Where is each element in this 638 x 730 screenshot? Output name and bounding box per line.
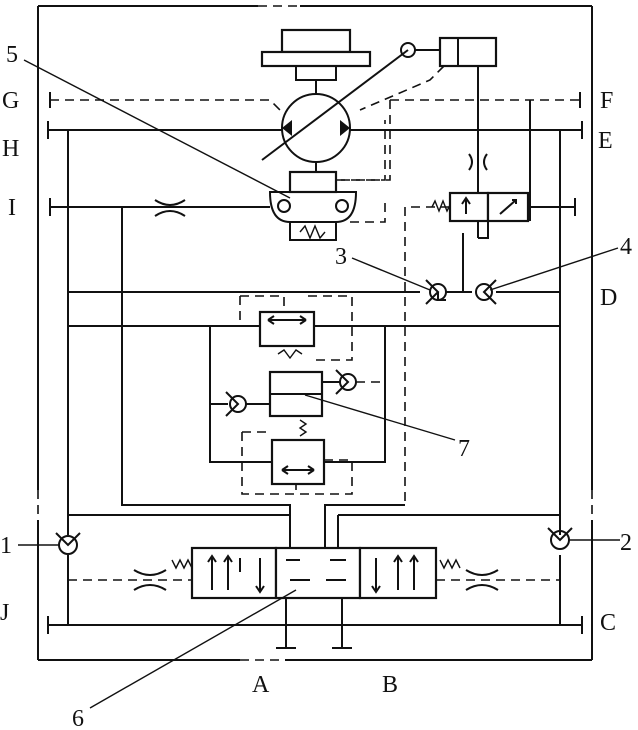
callout-7: 7	[458, 436, 470, 462]
label-i: I	[8, 195, 16, 221]
callout-leaders	[18, 59, 620, 709]
callout-3: 3	[335, 244, 347, 270]
callout-1: 1	[0, 533, 12, 559]
label-g: G	[2, 88, 19, 114]
callout-2: 2	[620, 530, 632, 556]
callout-numbers: 1 2 3 4 5 6 7	[0, 42, 632, 730]
label-j: J	[0, 600, 9, 626]
label-e: E	[598, 128, 613, 154]
directional-valve-6	[68, 546, 560, 649]
label-f: F	[600, 88, 613, 114]
variable-pump	[260, 28, 416, 172]
label-a: A	[252, 672, 270, 698]
directional-valve-right	[404, 100, 576, 505]
check-valve-3	[425, 233, 464, 305]
orifice-throttle-i	[154, 199, 186, 217]
valve-stack-7	[68, 295, 560, 495]
callout-4: 4	[620, 234, 632, 260]
check-valve-1	[55, 532, 81, 555]
callout-5: 5	[6, 42, 18, 68]
label-h: H	[2, 136, 19, 162]
label-d: D	[600, 285, 617, 311]
label-c: C	[600, 610, 616, 636]
vertical-supply-lines	[67, 130, 561, 625]
label-b: B	[382, 672, 398, 698]
control-cylinder	[359, 36, 498, 238]
callout-6: 6	[72, 706, 84, 730]
check-valve-4	[475, 279, 497, 305]
relief-valve-5	[268, 120, 386, 241]
check-valve-2	[547, 527, 573, 550]
port-labels: G H I J F E D C A B	[0, 88, 617, 698]
outer-frame	[37, 5, 593, 661]
